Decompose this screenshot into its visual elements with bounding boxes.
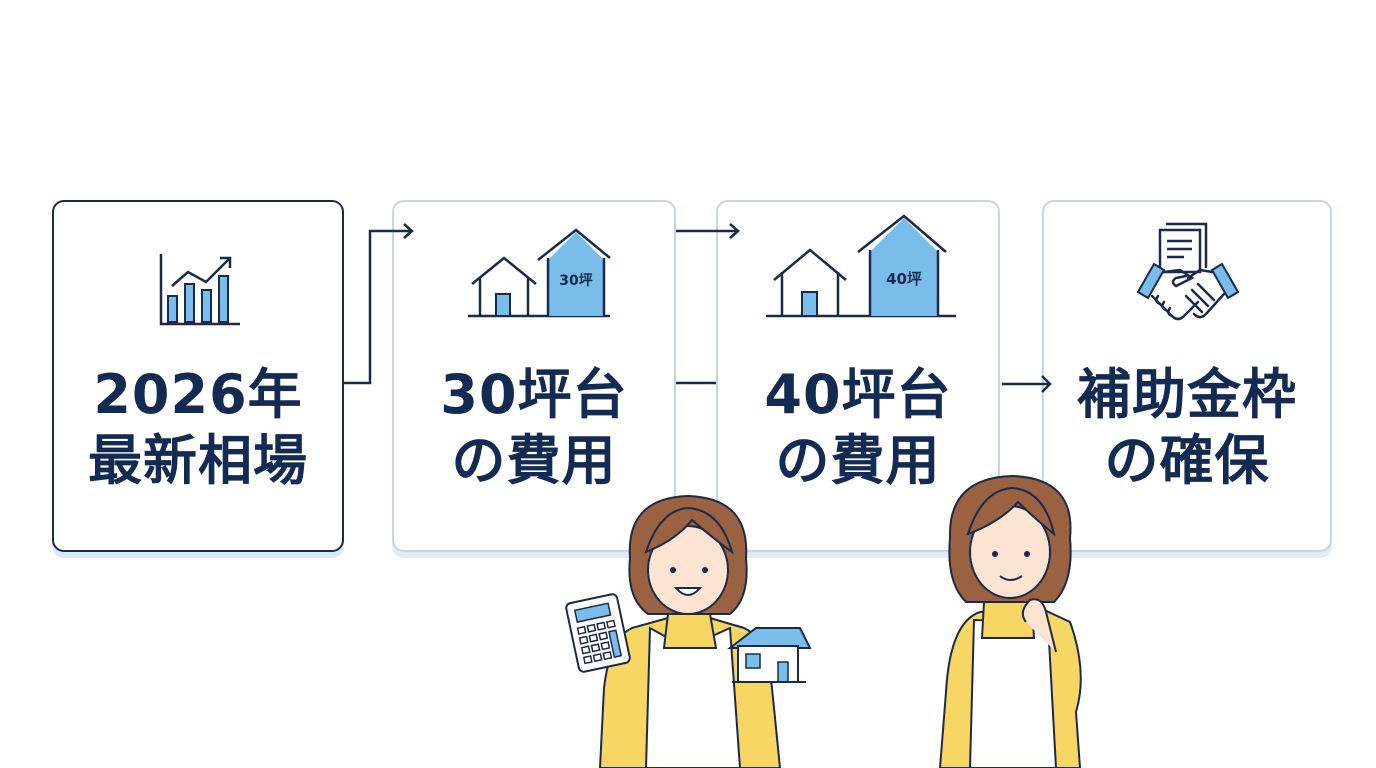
step-title: 30坪台 の費用 bbox=[394, 362, 674, 494]
woman-thinking-illustration bbox=[938, 474, 1082, 768]
woman-with-calculator-and-house-illustration bbox=[565, 494, 812, 768]
step-card-40tsubo-cost: 40坪 40坪台 の費用 bbox=[716, 200, 1000, 552]
flow-connector-arrow bbox=[1002, 375, 1052, 393]
handshake-document-icon bbox=[1136, 222, 1240, 321]
step-title-line1: 2026年 bbox=[93, 363, 303, 426]
step-title-line1: 40坪台 bbox=[764, 363, 952, 426]
step-title: 補助金枠 の確保 bbox=[1044, 362, 1330, 494]
step-title-line2: の費用 bbox=[775, 429, 941, 492]
step-title-line2: の確保 bbox=[1104, 429, 1270, 492]
step-title-line1: 補助金枠 bbox=[1077, 363, 1297, 426]
step-title-line2: 最新相場 bbox=[88, 429, 308, 492]
house-size-icon bbox=[766, 214, 956, 318]
step-title: 40坪台 の費用 bbox=[718, 362, 998, 494]
flow-connector-arrow bbox=[676, 223, 740, 385]
step-card-subsidy: 補助金枠 の確保 bbox=[1042, 200, 1332, 552]
flow-connector-arrow bbox=[344, 223, 414, 385]
step-title-line1: 30坪台 bbox=[440, 363, 628, 426]
bar-chart-trend-icon bbox=[159, 254, 240, 326]
step-card-30tsubo-cost: 30坪 30坪台 の費用 bbox=[392, 200, 676, 552]
size-badge: 30坪 bbox=[559, 273, 593, 289]
step-title: 2026年 最新相場 bbox=[54, 362, 342, 494]
step-title-line2: の費用 bbox=[451, 429, 617, 492]
calculator-icon bbox=[565, 593, 631, 673]
small-house-icon bbox=[727, 627, 812, 683]
house-size-icon bbox=[468, 228, 611, 318]
step-card-market-price: 2026年 最新相場 bbox=[52, 200, 344, 552]
size-badge: 40坪 bbox=[886, 270, 922, 288]
